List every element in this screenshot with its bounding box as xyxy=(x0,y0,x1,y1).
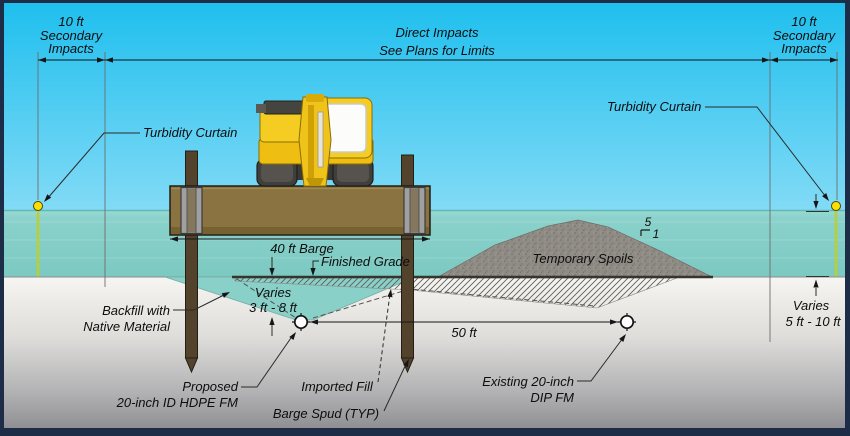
existing-pipe-leader xyxy=(577,334,626,382)
dim-secondary-left-line3: Impacts xyxy=(48,41,94,56)
dim-secondary-left-line2: Secondary xyxy=(40,28,104,43)
temporary-spoils-texture xyxy=(437,220,713,278)
backfill-label-line2: Native Material xyxy=(83,319,171,334)
excavator-boom xyxy=(298,96,332,187)
existing-pipe-label-line2: DIP FM xyxy=(530,390,574,405)
turbidity-curtain-left-label: Turbidity Curtain xyxy=(143,125,237,140)
finished-grade-leader xyxy=(310,260,319,276)
barge-spud-leader xyxy=(383,359,409,412)
slope-rise-label: 5 xyxy=(645,215,652,229)
right-depth-label-line2: 5 ft - 10 ft xyxy=(786,314,842,329)
barge-spud-label: Barge Spud (TYP) xyxy=(273,406,379,421)
ground xyxy=(4,277,845,428)
temporary-spoils-label: Temporary Spoils xyxy=(533,251,634,266)
excavator-icon xyxy=(256,94,374,187)
existing-pipe-label-line1: Existing 20-inch xyxy=(482,374,574,389)
barge-dimension xyxy=(170,236,430,242)
dim-secondary-left-line1: 10 ft xyxy=(58,14,85,29)
pipe-span-dimension xyxy=(309,319,619,325)
turbidity-curtain-left xyxy=(33,201,43,277)
turbidity-curtain-right-label: Turbidity Curtain xyxy=(607,99,701,114)
imported-fill-leader xyxy=(377,289,393,383)
pipe-symbol-proposed xyxy=(292,313,310,331)
excavator-cylinder xyxy=(317,111,324,168)
slope-marker xyxy=(640,229,650,236)
dim-direct-impacts-line1: Direct Impacts xyxy=(395,25,479,40)
curtain-float-left xyxy=(33,201,43,211)
slope-run-label: 1 xyxy=(653,227,660,241)
trench-varies-line1: Varies xyxy=(255,285,292,300)
curtain-float-right xyxy=(831,201,841,211)
pipe-symbol-existing xyxy=(618,313,636,331)
turbidity-left-leader xyxy=(44,132,140,202)
dim-secondary-right-line3: Impacts xyxy=(781,41,827,56)
turbidity-curtain-right xyxy=(831,201,841,277)
dim-direct-impacts-line2: See Plans for Limits xyxy=(379,43,495,58)
top-dimension-lines xyxy=(38,57,838,63)
backfill-label-line1: Backfill with xyxy=(102,303,170,318)
right-depth-arrows xyxy=(806,194,829,296)
dim-secondary-right-line1: 10 ft xyxy=(791,14,818,29)
pipe-span-label: 50 ft xyxy=(451,325,478,340)
dim-secondary-right-line2: Secondary xyxy=(773,28,837,43)
finished-grade-label: Finished Grade xyxy=(321,254,410,269)
proposed-leader xyxy=(241,332,296,388)
barge-spud-left xyxy=(184,150,199,374)
right-depth-label-line1: Varies xyxy=(793,298,830,313)
spud-guide-left xyxy=(180,186,203,235)
proposed-fm-label-line2: 20-inch ID HDPE FM xyxy=(116,395,239,410)
barge-dim-label: 40 ft Barge xyxy=(270,241,334,256)
backfill-leader xyxy=(173,292,230,311)
trench-varies-line2: 3 ft - 8 ft xyxy=(249,300,298,315)
turbidity-right-leader xyxy=(705,106,829,201)
barge xyxy=(169,185,431,236)
trench-cut-dashed-left xyxy=(236,278,297,319)
proposed-fm-label-line1: Proposed xyxy=(182,379,238,394)
spud-guide-right xyxy=(403,186,426,235)
excavator-bucket xyxy=(306,178,324,186)
trench-depth-arrows xyxy=(269,257,275,336)
imported-fill-label: Imported Fill xyxy=(301,379,374,394)
